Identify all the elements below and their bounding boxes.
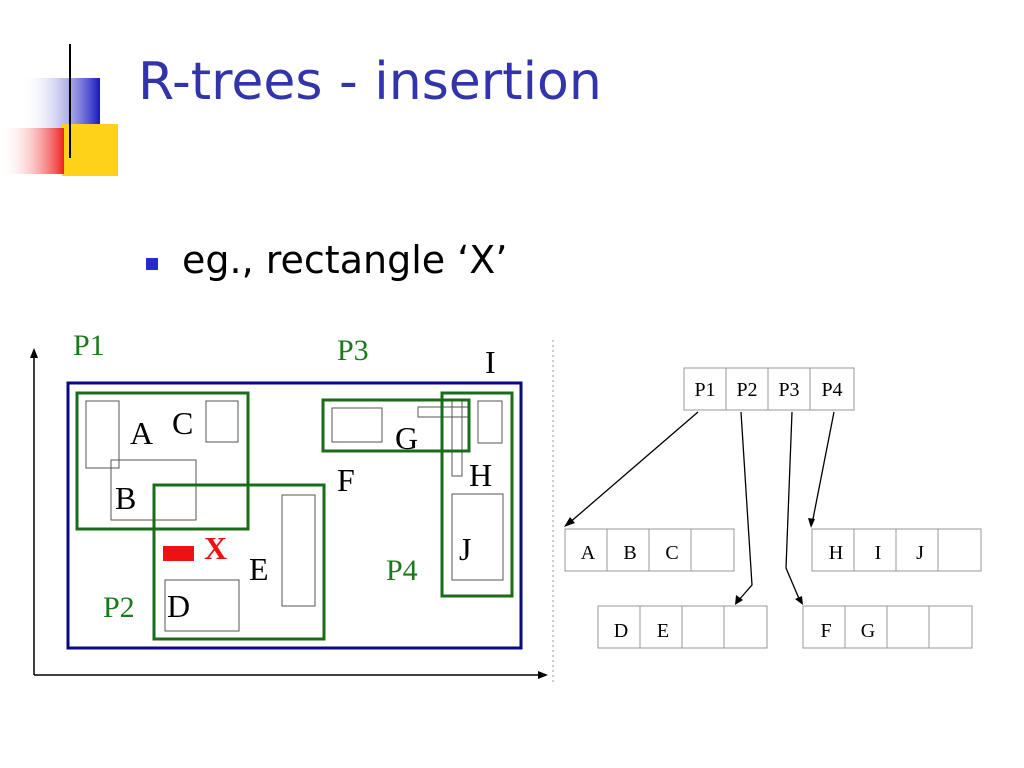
arrowhead-p2 (735, 595, 743, 605)
label-p4: P4 (386, 554, 418, 587)
leaf-p4-entry-i: I (875, 542, 882, 564)
tree-root-node: P1 P2 P3 P4 (683, 367, 855, 411)
label-f: F (337, 462, 355, 498)
group-p4 (440, 391, 514, 598)
rect-c (205, 400, 239, 443)
space-boundary (66, 381, 523, 650)
label-g: G (395, 420, 418, 456)
label-a: A (130, 415, 153, 451)
rect-e (281, 494, 316, 607)
tree-pointers (567, 411, 835, 602)
leaf-p3-entry-g: G (861, 620, 875, 642)
leaf-p4-entry-h: H (829, 542, 843, 564)
deco-red-square (0, 128, 64, 174)
rect-j (451, 493, 504, 581)
label-e: E (249, 551, 269, 587)
deco-blue-square (22, 78, 100, 130)
leaf-p1-entry-c: C (665, 542, 678, 564)
tree-leaf-p1: A B C (564, 528, 735, 572)
root-entry-p1: P1 (694, 379, 715, 401)
arrowhead-p4 (808, 518, 815, 528)
leaf-p1-entry-a: A (581, 542, 596, 564)
pointer-p3 (785, 411, 801, 602)
tree-leaf-p3: F G (802, 605, 973, 649)
arrowhead-p1 (564, 517, 575, 527)
pointer-p4 (811, 411, 835, 525)
pointer-arrowheads (564, 517, 815, 605)
arrowhead-p3 (795, 596, 803, 605)
root-entry-p3: P3 (778, 379, 799, 401)
label-x: X (204, 530, 227, 566)
leaf-p2-entry-e: E (657, 620, 669, 642)
rect-a (85, 400, 120, 469)
group-p1 (75, 391, 250, 531)
label-h: H (469, 457, 492, 493)
tree-leaf-p2: D E (597, 605, 768, 649)
label-c: C (172, 405, 193, 441)
tree-leaf-p4: H I J (811, 528, 982, 572)
rect-h (477, 400, 503, 444)
group-p3 (321, 398, 471, 453)
pointer-p2 (737, 411, 753, 602)
slide-title: R-trees - insertion (138, 52, 602, 112)
label-p2: P2 (103, 591, 135, 624)
bullet-text: eg., rectangle ‘X’ (182, 238, 508, 282)
leaf-p4-entry-j: J (916, 542, 924, 564)
label-j: J (459, 531, 471, 567)
leaf-p3-entry-f: F (820, 620, 831, 642)
pointer-p1 (567, 411, 699, 525)
y-axis-arrow (30, 348, 38, 358)
bullet-marker (146, 258, 158, 270)
rect-g-vertical (451, 400, 463, 477)
leaf-p1-entry-b: B (623, 542, 636, 564)
root-entry-p2: P2 (736, 379, 757, 401)
group-p2 (152, 483, 326, 641)
new-rect-x (163, 546, 194, 561)
label-i: I (485, 344, 496, 380)
label-p1: P1 (73, 329, 105, 362)
x-axis-arrow (538, 671, 548, 679)
deco-yellow-square (62, 124, 118, 176)
label-d: D (167, 588, 190, 624)
leaf-p2-entry-d: D (614, 620, 628, 642)
root-entry-p4: P4 (821, 379, 842, 401)
rect-f (331, 407, 383, 443)
label-p3: P3 (337, 334, 369, 367)
label-b: B (115, 480, 136, 516)
rect-d (164, 579, 240, 632)
